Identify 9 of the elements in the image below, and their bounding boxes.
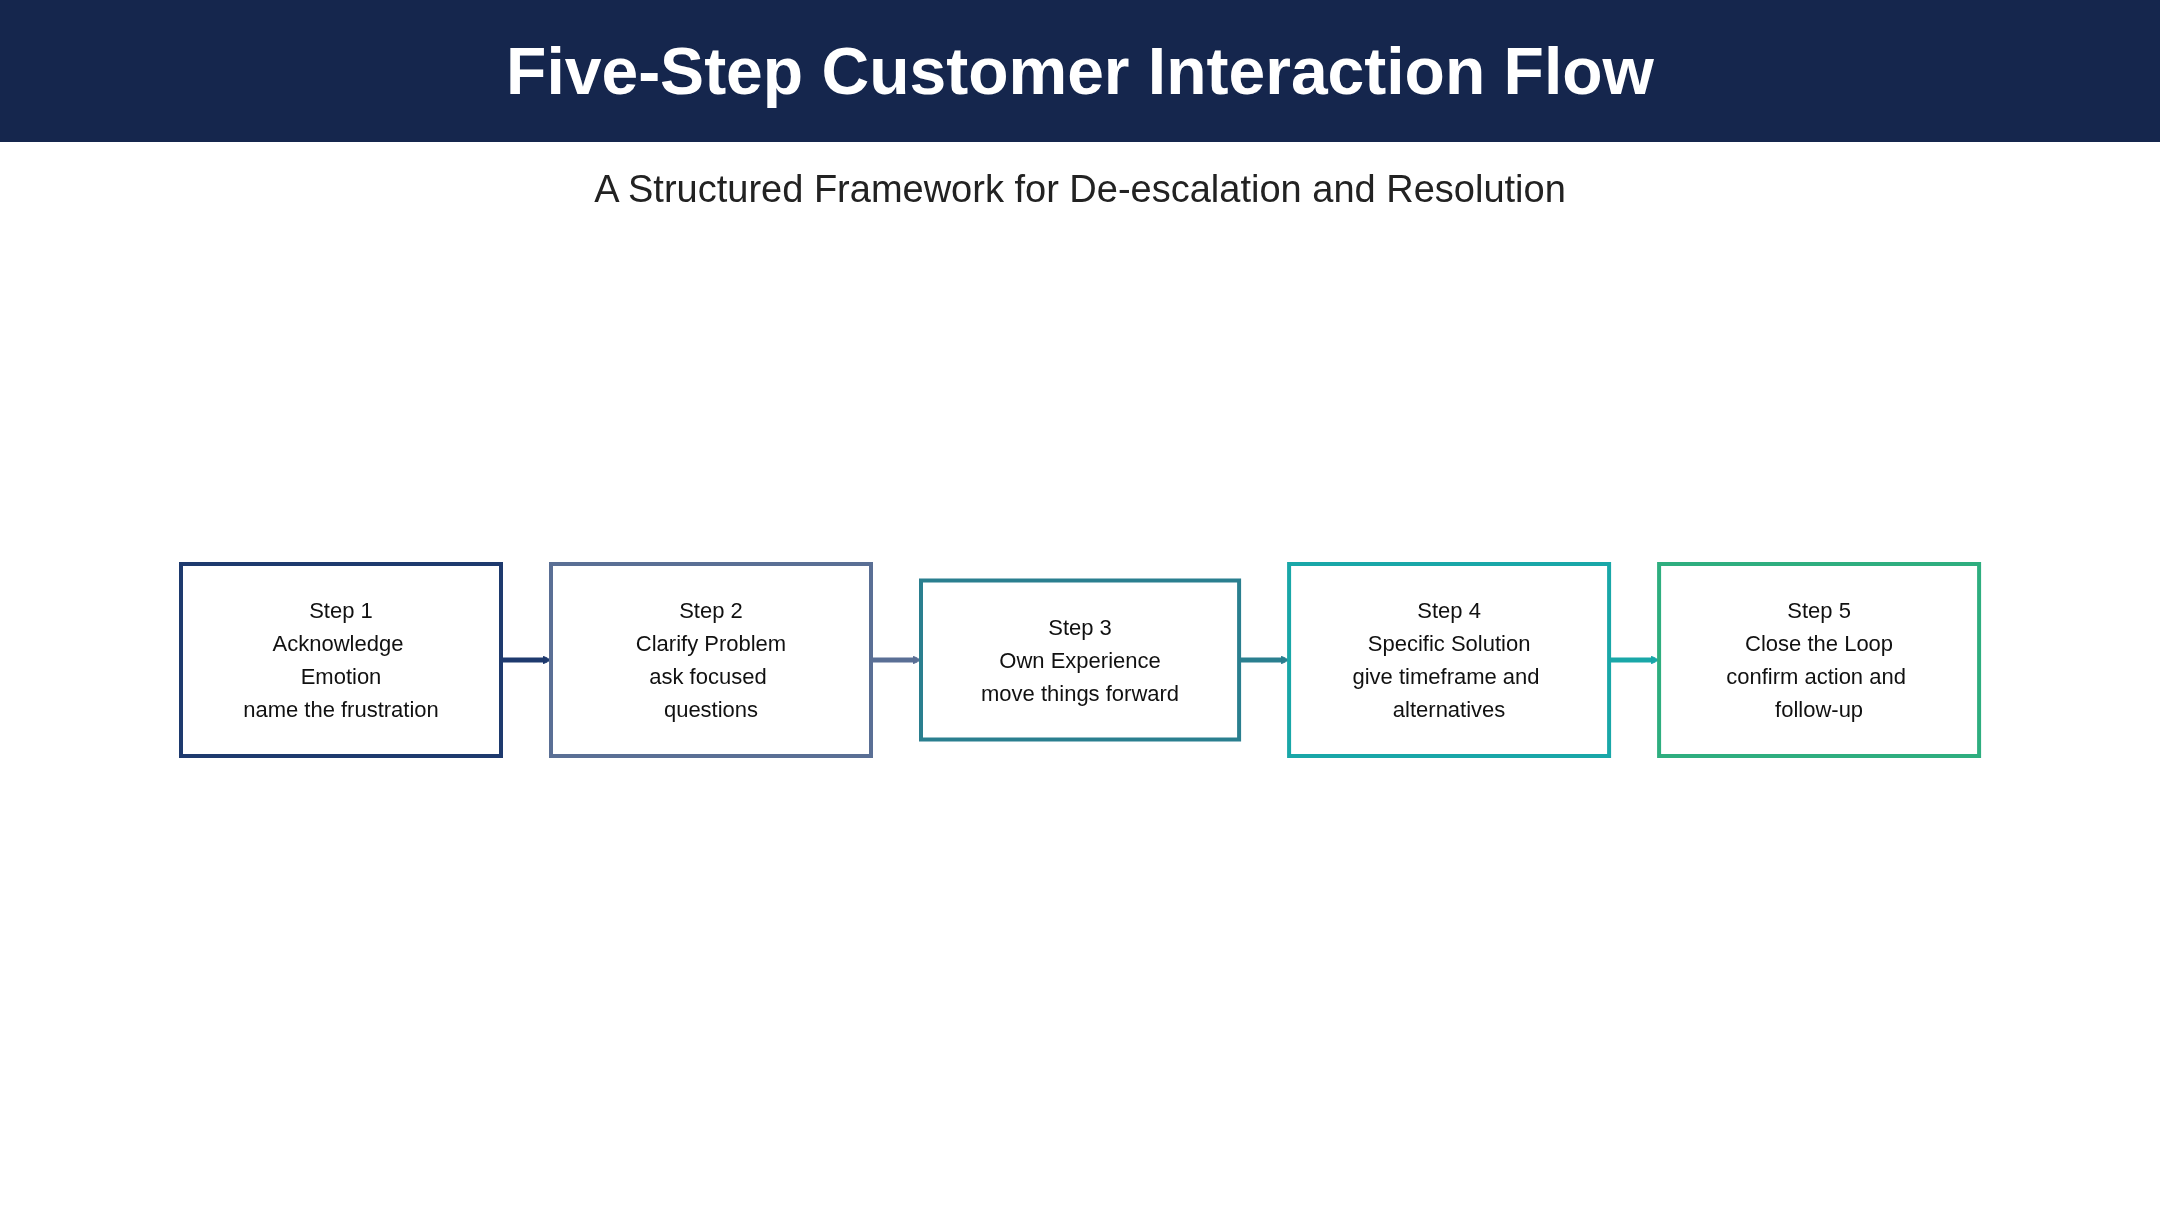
node-box: Step 1 Acknowledge Emotion name the frustration (178, 562, 503, 758)
node-box: Step 4 Specific Solution give timeframe and alternatives (1287, 562, 1612, 758)
arrow (1239, 655, 1290, 665)
node-box: Step 2 Clarify Problem ask focused questions (548, 562, 873, 758)
arrow (1609, 655, 1660, 665)
subtitle: A Structured Framework for De-escalation and Resolution (593, 168, 1567, 211)
node-box: Step 5 Close the Loop confirm action and follow-up (1657, 562, 1982, 758)
title-banner: Five-Step Customer Interaction Flow (0, 0, 2160, 142)
node-box: Step 3 Own Experience move things forward (918, 578, 1242, 742)
